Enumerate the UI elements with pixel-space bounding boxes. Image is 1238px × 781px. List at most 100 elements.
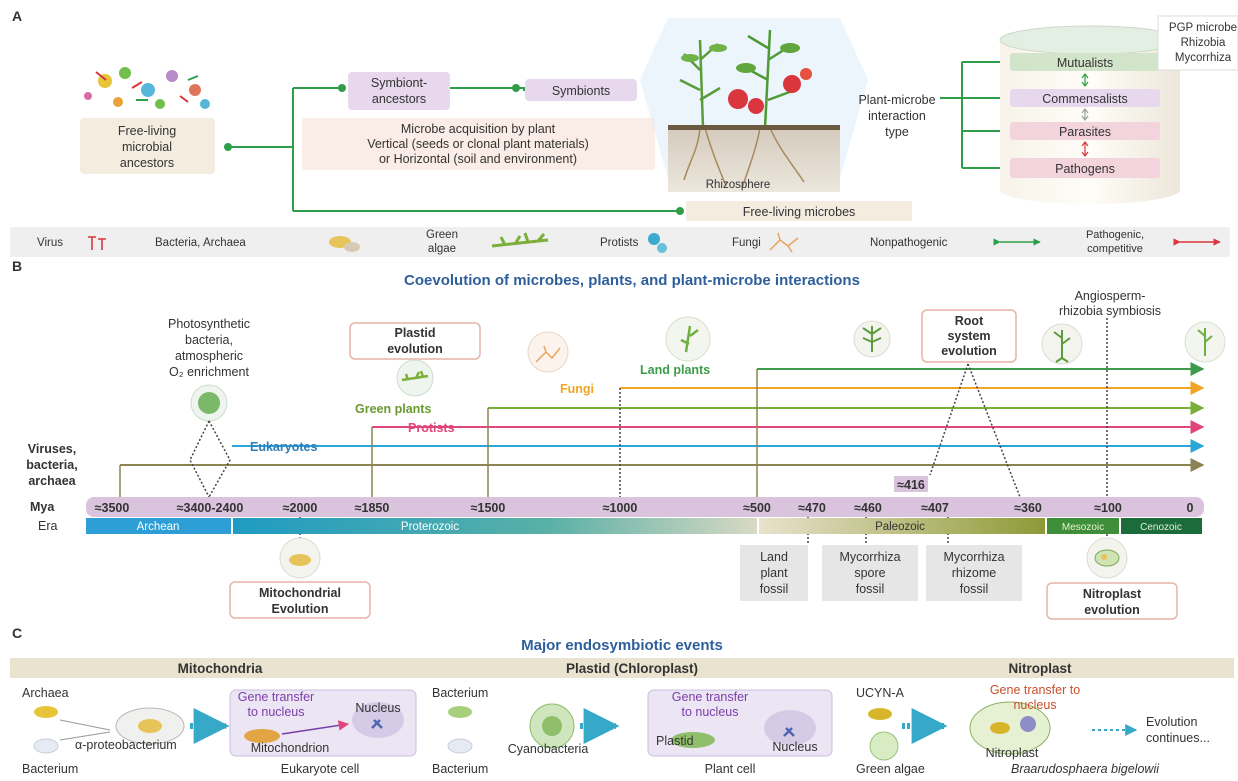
lineage-arrows	[119, 362, 1205, 497]
root-system-label-2: system	[947, 329, 990, 343]
pgp-box	[1157, 15, 1238, 71]
svg-text:Cenozoic: Cenozoic	[1140, 522, 1182, 533]
panel-c-header-bar	[10, 658, 1234, 678]
svg-text:Mycorrhiza: Mycorrhiza	[943, 550, 1004, 564]
svg-text:α-proteobacterium: α-proteobacterium	[75, 738, 177, 752]
green-algae-icon	[491, 232, 549, 248]
plastid-header: Plastid (Chloroplast)	[566, 661, 698, 676]
svg-text:Bacterium: Bacterium	[22, 762, 78, 776]
tree-node	[224, 143, 232, 151]
symbionts-label: Symbionts	[552, 84, 610, 98]
mitochondrial-label-1: Mitochondrial	[259, 586, 341, 600]
green-plants-label: Green plants	[355, 402, 431, 416]
svg-text:Mitochondrion: Mitochondrion	[251, 741, 330, 755]
land-plants-label: Land plants	[640, 363, 710, 377]
svg-text:to nucleus: to nucleus	[682, 705, 739, 719]
legend-green-algae-1: Green	[426, 229, 458, 241]
era-archean	[86, 518, 231, 534]
legend-virus-label: Virus	[37, 237, 63, 249]
svg-text:≈360: ≈360	[1014, 501, 1042, 515]
free-living-microbes-label: Free-living microbes	[743, 205, 856, 219]
svg-text:continues...: continues...	[1146, 731, 1210, 745]
panel-a-label: A	[12, 8, 22, 24]
svg-text:Paleozoic: Paleozoic	[875, 521, 925, 533]
svg-text:nucleus: nucleus	[1013, 698, 1056, 712]
svg-text:rhizome: rhizome	[952, 566, 997, 580]
angiosperm-label-1: Angiosperm-	[1075, 289, 1146, 303]
svg-text:≈2000: ≈2000	[283, 501, 318, 515]
svg-text:Land: Land	[760, 550, 788, 564]
parasitism-pathogen-arrow	[1081, 141, 1089, 157]
svg-text:Plastid: Plastid	[656, 734, 694, 748]
free-living-ancestors-label-1: Free-living	[118, 124, 176, 138]
legend: Virus Bacteria, Archaea Green algae Prot…	[10, 227, 1230, 257]
mya-label: Mya	[30, 500, 55, 514]
svg-text:Gene transfer: Gene transfer	[238, 690, 314, 704]
land-fossil-box	[740, 545, 808, 601]
svg-text:fossil: fossil	[856, 582, 884, 596]
panel-b-title: Coevolution of microbes, plants, and pla…	[404, 272, 860, 289]
legend-nonpathogenic-label: Nonpathogenic	[870, 237, 948, 249]
nitroplast-header: Nitroplast	[1008, 661, 1072, 676]
acquisition-line-3: or Horizontal (soil and environment)	[379, 152, 577, 166]
svg-text:≈3400-2400: ≈3400-2400	[177, 501, 244, 515]
mitochondrion-organelle-icon	[244, 729, 280, 743]
free-living-ancestors-label-2: microbial	[122, 140, 172, 154]
symbiont-ancestors-label-1: Symbiont-	[371, 76, 427, 90]
viruses-label-3: archaea	[28, 474, 76, 488]
svg-text:≈1850: ≈1850	[355, 501, 390, 515]
green-algae-cell-icon	[869, 731, 899, 761]
nucleus-icon	[352, 702, 404, 738]
svg-text:Bacterium: Bacterium	[432, 686, 488, 700]
microbe-cluster-icon	[84, 67, 210, 109]
timeline-labels: ≈3500 ≈3400-2400 ≈2000 ≈1850 ≈1500 ≈1000…	[95, 501, 1194, 515]
tree-node	[676, 207, 684, 215]
interaction-type-label-1: Plant-microbe	[858, 93, 935, 107]
root-system-label-1: Root	[955, 314, 984, 328]
svg-text:to nucleus: to nucleus	[248, 705, 305, 719]
panel-b: B Coevolution of microbes, plants, and p…	[12, 258, 1226, 620]
panel-b-label: B	[12, 258, 22, 274]
legend-green-algae-2: algae	[428, 243, 456, 255]
era-mesozoic	[1047, 518, 1119, 534]
fungi-icon	[527, 331, 569, 373]
svg-text:spore: spore	[854, 566, 885, 580]
plastid-evolution-box	[349, 322, 481, 360]
myco-rhizome-box	[926, 545, 1022, 601]
legend-bacteria-label: Bacteria, Archaea	[155, 237, 246, 249]
svg-text:fossil: fossil	[960, 582, 988, 596]
mitochondrial-box	[229, 581, 371, 619]
panel-a: A Free-living microbial ancestors Symbio…	[0, 8, 1238, 257]
interaction-type-label-2: interaction	[868, 109, 926, 123]
era-label: Era	[38, 519, 58, 533]
svg-text:Archean: Archean	[137, 521, 180, 533]
plastid-evolution-label-2: evolution	[387, 342, 443, 356]
svg-text:Gene transfer to: Gene transfer to	[990, 683, 1080, 697]
svg-text:≈500: ≈500	[743, 501, 771, 515]
myco-spore-box	[822, 545, 918, 601]
nitroplast-label-1: Nitroplast	[1083, 587, 1142, 601]
symbiont-ancestors-label-2: ancestors	[372, 92, 426, 106]
svg-text:Green algae: Green algae	[856, 762, 925, 776]
rhizosphere-label: Rhizosphere	[706, 179, 771, 191]
pathogens-box	[1010, 158, 1160, 178]
svg-text:fossil: fossil	[760, 582, 788, 596]
svg-text:≈470: ≈470	[798, 501, 826, 515]
era-paleozoic	[759, 518, 1045, 534]
legend-protists-label: Protists	[600, 237, 639, 249]
svg-text:Mesozoic: Mesozoic	[1062, 522, 1104, 533]
svg-text:Bacterium: Bacterium	[432, 762, 488, 776]
commensalism-parasitism-arrow	[1081, 108, 1089, 121]
svg-text:Cyanobacteria: Cyanobacteria	[508, 742, 589, 756]
svg-text:Evolution: Evolution	[1146, 715, 1197, 729]
parasites-box	[1010, 122, 1160, 140]
parasites-label: Parasites	[1059, 125, 1111, 139]
free-living-ancestors-label-3: ancestors	[120, 156, 174, 170]
plant-nucleus-icon	[764, 710, 816, 746]
svg-text:Nucleus: Nucleus	[772, 740, 817, 754]
rhizosphere-illustration: Rhizosphere	[640, 18, 868, 192]
panel-c-title: Major endosymbiotic events	[521, 637, 723, 654]
plastid-bacterium-icon	[448, 706, 472, 718]
fungi-icon	[769, 232, 799, 253]
